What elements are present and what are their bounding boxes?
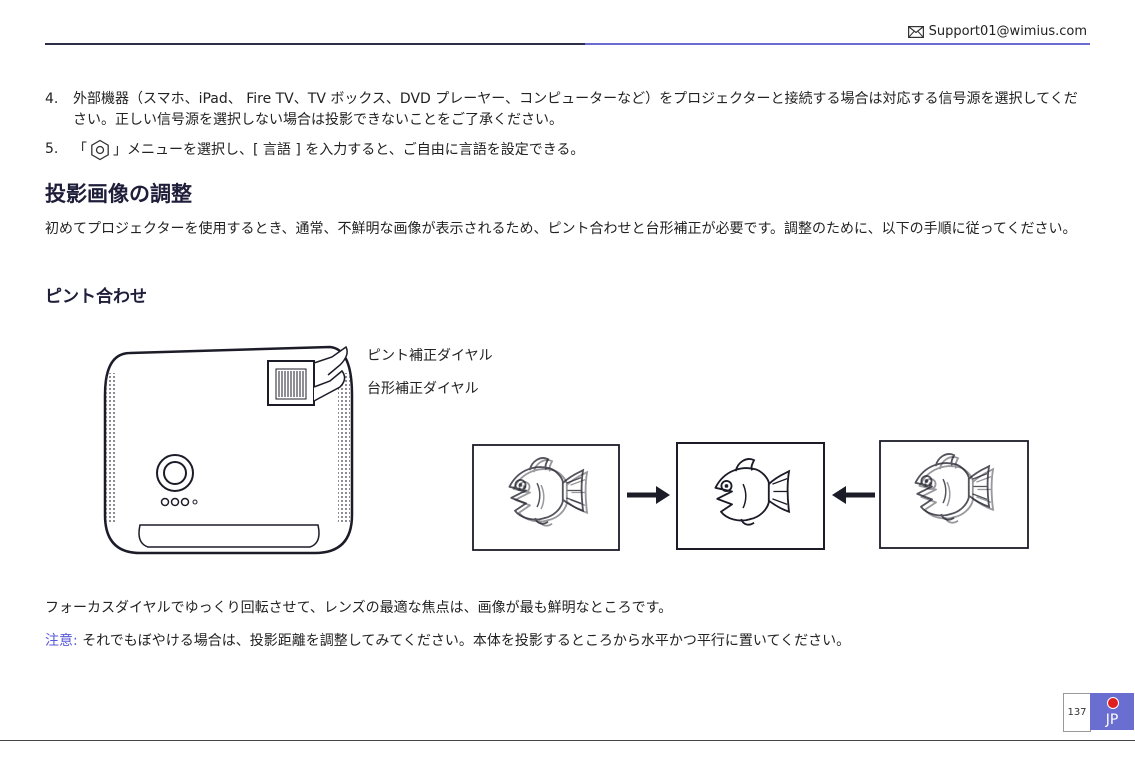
section-paragraph: 初めてプロジェクターを使用するとき、通常、不鮮明な画像が表示されるため、ピント合… <box>45 221 1077 237</box>
note-label: 注意: <box>45 633 78 649</box>
footer-divider <box>0 740 1135 741</box>
projector-dials <box>267 345 348 406</box>
header-email: Support01@wimius.com <box>907 24 1087 39</box>
section-subtitle: ピント合わせ <box>45 287 147 307</box>
section-title: 投影画像の調整 <box>45 182 192 206</box>
keystone-dial-label: 台形補正ダイヤル <box>367 381 479 397</box>
focus-instruction: フォーカスダイヤルでゆっくり回転させて、レンズの最適な焦点は、画像が最も鮮明なと… <box>45 600 673 616</box>
note-text: それでもぼやける場合は、投影距離を調整してみてください。本体を投影するところから… <box>82 633 851 649</box>
step-number: 5. <box>45 141 59 157</box>
note: 注意: それでもぼやける場合は、投影距離を調整してみてください。本体を投影すると… <box>45 630 850 650</box>
arrow-left-icon <box>832 486 875 504</box>
fish-frame-right <box>879 440 1029 549</box>
japan-flag-icon: JP <box>1090 693 1134 730</box>
language-code: JP <box>1105 712 1119 728</box>
step-4: 4. 外部機器（スマホ、iPad、 Fire TV、TV ボックス、DVD プレ… <box>45 89 1088 131</box>
step-text-pre: 「 <box>73 141 87 158</box>
projector-figure <box>103 345 1029 555</box>
step-5: 5. 「 」メニューを選択し、[ 言語 ] を入力すると、ご自由に言語を設定でき… <box>45 139 1088 161</box>
mail-icon <box>907 25 924 38</box>
page-number: 137 <box>1063 693 1091 732</box>
focus-dial-label: ピント補正ダイヤル <box>367 348 493 364</box>
arrow-right-icon <box>627 486 670 504</box>
step-text-post: 」メニューを選択し、[ 言語 ] を入力すると、ご自由に言語を設定できる。 <box>113 141 585 158</box>
step-number: 4. <box>45 91 59 107</box>
header-divider <box>45 43 1090 45</box>
step-text: 外部機器（スマホ、iPad、 Fire TV、TV ボックス、DVD プレーヤー… <box>73 91 1078 128</box>
support-email[interactable]: Support01@wimius.com <box>928 24 1087 39</box>
fish-frame-left <box>472 444 620 551</box>
fish-frame-center <box>676 442 825 550</box>
gear-icon <box>91 139 109 161</box>
